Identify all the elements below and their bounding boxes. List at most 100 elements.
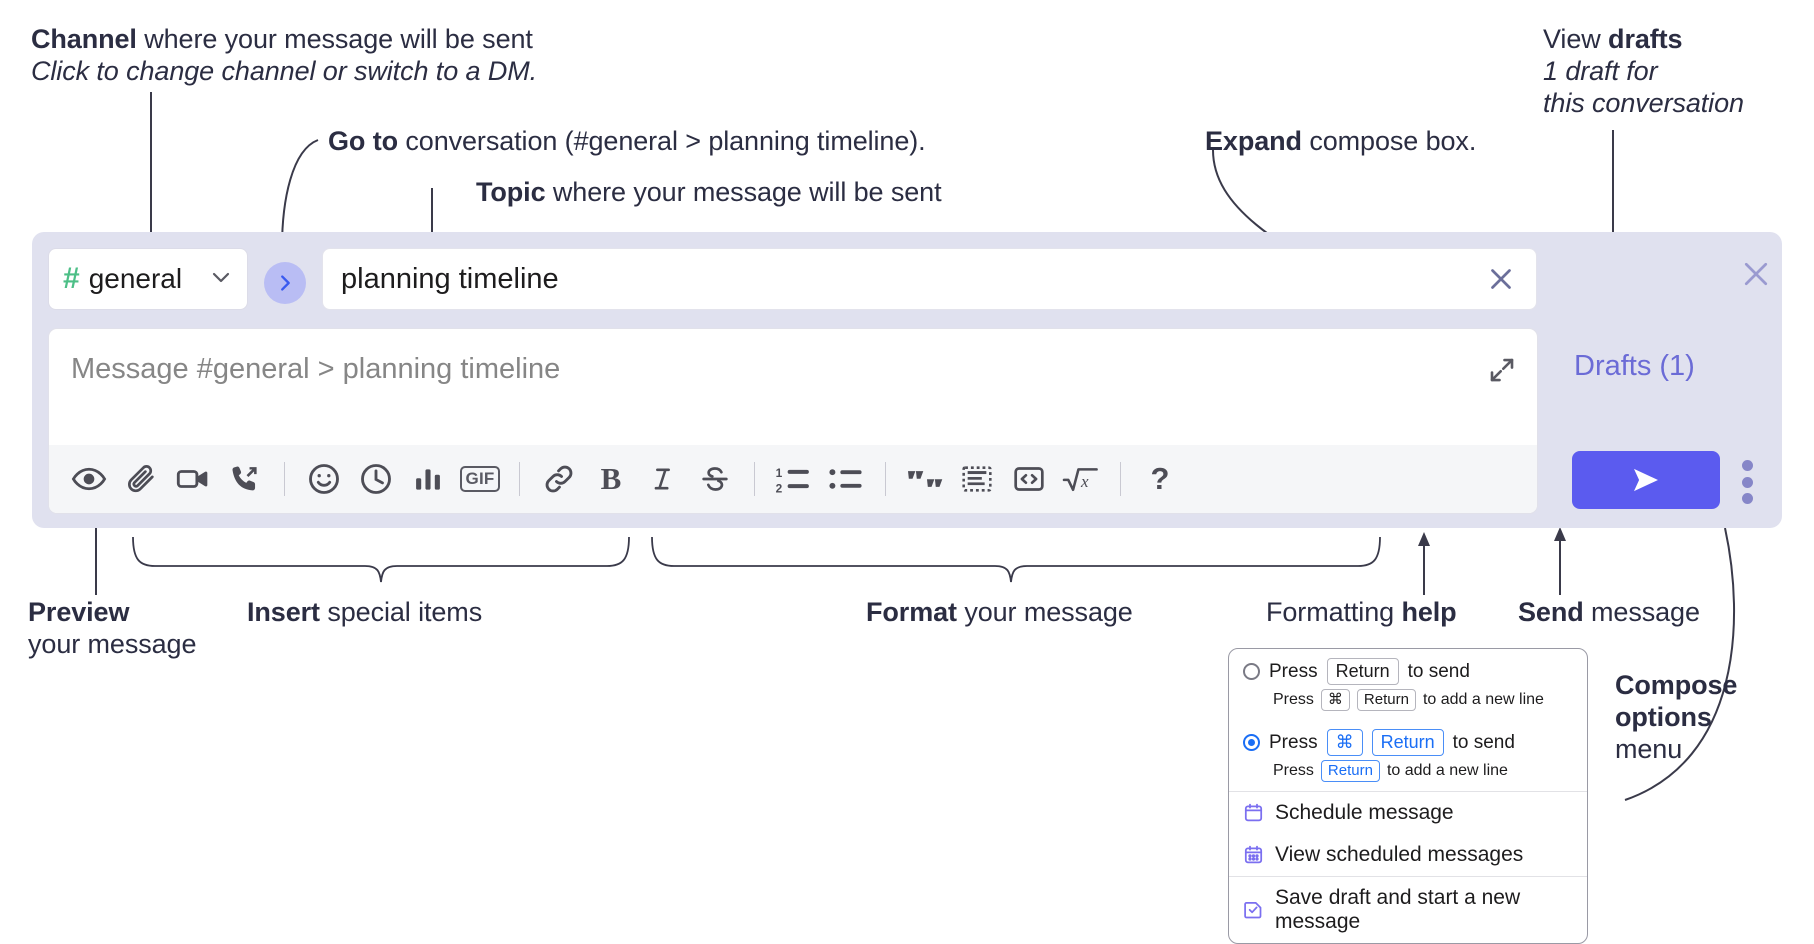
annotation-expand-rest: compose box. — [1301, 126, 1477, 156]
menu-item-label: View scheduled messages — [1275, 842, 1524, 866]
option1-press: Press — [1269, 660, 1318, 682]
svg-text:2: 2 — [776, 481, 783, 495]
gif-icon[interactable]: GIF — [454, 453, 506, 505]
menu-item-view-scheduled[interactable]: View scheduled messages — [1229, 834, 1587, 876]
annotation-help: Formatting help — [1266, 597, 1457, 629]
option1-sub-press: Press — [1273, 691, 1314, 709]
kebab-dot-2 — [1741, 476, 1753, 488]
annotation-channel-rest: where your message will be sent — [136, 24, 533, 54]
close-icon[interactable] — [1738, 256, 1774, 297]
send-paper-plane-icon — [1634, 468, 1658, 492]
annotation-topic: Topic where your message will be sent — [476, 177, 942, 209]
link-icon[interactable] — [533, 453, 585, 505]
radio-selected[interactable] — [1243, 734, 1260, 752]
bold-icon[interactable]: B — [585, 453, 637, 505]
annotation-goto-bold: Go to — [328, 126, 398, 156]
annotation-drafts: View drafts 1 draft for this conversatio… — [1543, 24, 1744, 120]
reminder-clock-icon[interactable] — [350, 453, 402, 505]
menu-item-label: Save draft and start a new message — [1275, 885, 1521, 933]
menu-item-label: Schedule message — [1275, 800, 1454, 824]
annotation-compose-options-l1: Compose — [1615, 670, 1738, 700]
key-return: Return — [1326, 658, 1399, 686]
preview-icon[interactable] — [63, 453, 115, 505]
bulleted-list-icon[interactable] — [820, 453, 872, 505]
option1-tosend: to send — [1407, 660, 1470, 682]
annotation-channel-bold: Channel — [31, 24, 137, 54]
annotation-send-bold: Send — [1518, 597, 1584, 627]
video-icon[interactable] — [167, 453, 219, 505]
annotation-help-bold: help — [1401, 597, 1457, 627]
annotation-drafts-line2: this conversation — [1543, 87, 1744, 118]
blockquote-icon[interactable] — [899, 453, 951, 505]
annotation-channel: Channel where your message will be sent … — [31, 24, 537, 88]
channel-selector[interactable]: # general — [48, 248, 248, 310]
radio-unselected[interactable] — [1243, 663, 1260, 681]
send-option-return[interactable]: Press Return to send — [1229, 649, 1587, 687]
send-option-cmd-return[interactable]: Press ⌘ Return to send — [1229, 720, 1587, 758]
help-icon[interactable]: ? — [1134, 453, 1186, 505]
annotation-help-lead: Formatting — [1266, 597, 1402, 627]
topic-input[interactable]: planning timeline — [322, 248, 1537, 310]
save-draft-icon — [1244, 902, 1262, 919]
gif-label: GIF — [459, 466, 501, 492]
menu-divider-1 — [1229, 790, 1587, 792]
svg-text:1: 1 — [776, 466, 783, 480]
annotation-compose-options-l2: options — [1615, 701, 1712, 732]
math-icon[interactable]: x — [1055, 453, 1107, 505]
annotation-goto: Go to conversation (#general > planning … — [328, 126, 926, 158]
attachment-icon[interactable] — [115, 453, 167, 505]
menu-item-save-draft[interactable]: Save draft and start a new message — [1229, 877, 1587, 943]
emoji-icon[interactable] — [298, 453, 350, 505]
annotation-compose-options: Compose options menu — [1615, 670, 1737, 766]
italic-icon[interactable] — [637, 453, 689, 505]
expand-icon[interactable] — [1487, 355, 1517, 390]
help-label: ? — [1150, 461, 1170, 496]
menu-divider-2 — [1229, 875, 1587, 877]
key-return-main: Return — [1371, 728, 1444, 757]
message-placeholder: Message #general > planning timeline — [71, 353, 561, 385]
key-command: ⌘ — [1320, 689, 1350, 711]
audio-call-icon[interactable] — [219, 453, 271, 505]
channel-name-label: general — [88, 263, 183, 294]
code-block-icon[interactable] — [951, 453, 1003, 505]
option2-sub-press: Press — [1273, 762, 1314, 780]
key-command-main: ⌘ — [1326, 728, 1363, 757]
annotation-expand-bold: Expand — [1205, 126, 1302, 156]
separator-3 — [754, 462, 755, 496]
goto-conversation-button[interactable] — [264, 262, 306, 304]
annotation-topic-bold: Topic — [476, 177, 546, 207]
annotation-insert-bold: Insert — [247, 597, 320, 627]
goto-arrow-icon — [281, 275, 290, 291]
option2-sub-tail: to add a new line — [1386, 762, 1508, 780]
svg-text:x: x — [1080, 472, 1089, 491]
annotation-insert: Insert special items — [247, 597, 482, 629]
message-compose-box[interactable]: Message #general > planning timeline — [48, 328, 1538, 514]
annotation-topic-rest: where your message will be sent — [545, 177, 942, 207]
compose-options-button[interactable] — [1735, 460, 1759, 504]
option1-sub-tail: to add a new line — [1422, 691, 1544, 709]
key-return-sub2: Return — [1320, 760, 1380, 782]
menu-item-schedule-message[interactable]: Schedule message — [1229, 792, 1587, 834]
separator-1 — [284, 462, 285, 496]
annotation-channel-italic: Click to change channel or switch to a D… — [31, 55, 538, 86]
option2-tosend: to send — [1452, 731, 1515, 753]
annotation-send: Send message — [1518, 597, 1700, 629]
close-icon[interactable] — [1484, 262, 1518, 296]
poll-chart-icon[interactable] — [402, 453, 454, 505]
compose-options-menu: Press Return to send Press ⌘ Return to a… — [1228, 648, 1588, 944]
drafts-link[interactable]: Drafts (1) — [1574, 350, 1695, 382]
strikethrough-icon[interactable] — [689, 453, 741, 505]
kebab-dot-1 — [1741, 460, 1753, 471]
annotation-drafts-lead: View — [1543, 24, 1609, 54]
annotation-insert-rest: special items — [319, 597, 483, 627]
annotation-preview-line2: your message — [28, 628, 197, 659]
send-button[interactable] — [1572, 451, 1720, 509]
separator-4 — [885, 462, 886, 496]
annotation-expand: Expand compose box. — [1205, 126, 1476, 158]
annotation-goto-rest: conversation (#general > planning timeli… — [397, 126, 926, 156]
annotation-compose-options-l3: menu — [1615, 733, 1683, 764]
inline-code-icon[interactable] — [1003, 453, 1055, 505]
key-return-sub: Return — [1356, 689, 1416, 711]
